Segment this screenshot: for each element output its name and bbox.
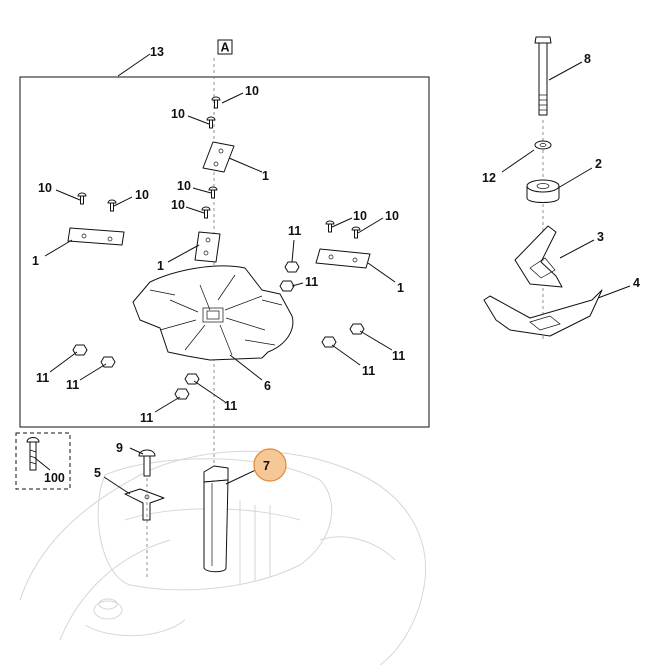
callout-10: 10 [171,198,185,212]
callout-5: 5 [94,466,101,480]
callout-10: 10 [171,107,185,121]
screw-part-9 [138,449,156,477]
callout-4: 4 [633,276,640,290]
callout-100: 100 [44,471,65,485]
callout-8: 8 [584,52,591,66]
callout-10: 10 [353,209,367,223]
callout-1: 1 [397,281,404,295]
mower-deck-outline [19,450,427,665]
callout-10: 10 [177,179,191,193]
blade-adapter-part-3 [514,225,563,288]
callout-11: 11 [362,364,375,378]
callout-7: 7 [263,459,270,473]
callout-1: 1 [32,254,39,268]
leader-lines [34,53,631,495]
spacer-part-2 [526,179,560,203]
callout-11: 11 [288,224,301,238]
washer-part-12 [534,140,552,150]
callout-labels: 13 8 12 2 3 4 10 10 10 10 10 10 10 10 1 … [32,45,640,485]
callout-11: 11 [66,378,79,392]
blade-part-4 [483,289,603,337]
callout-10: 10 [38,181,52,195]
assembly-group-frame [19,76,430,428]
view-marker-a: A [217,39,233,55]
callout-13: 13 [150,45,164,59]
callout-2: 2 [595,157,602,171]
callout-10: 10 [245,84,259,98]
bolt-part-8 [534,36,552,116]
shaft-part-7 [203,465,229,573]
bracket-part-5 [124,488,165,521]
svg-text:A: A [220,41,229,55]
highlighted-callout-7[interactable]: 7 [253,448,287,482]
callout-11: 11 [392,349,405,363]
bracket-part-1 [67,141,371,269]
screw-part-100 [26,437,40,471]
callout-10: 10 [135,188,149,202]
optional-part-frame [15,432,71,490]
callout-1: 1 [157,259,164,273]
callout-11: 11 [305,275,318,289]
callout-12: 12 [482,171,496,185]
blade-carrier-part-6 [132,265,294,361]
callout-11: 11 [36,371,49,385]
callout-11: 11 [224,399,237,413]
callout-3: 3 [597,230,604,244]
callout-6: 6 [264,379,271,393]
screw-part-10 [77,96,361,239]
callout-10: 10 [385,209,399,223]
callout-11: 11 [140,411,153,425]
callout-9: 9 [116,441,123,455]
callout-1: 1 [262,169,269,183]
